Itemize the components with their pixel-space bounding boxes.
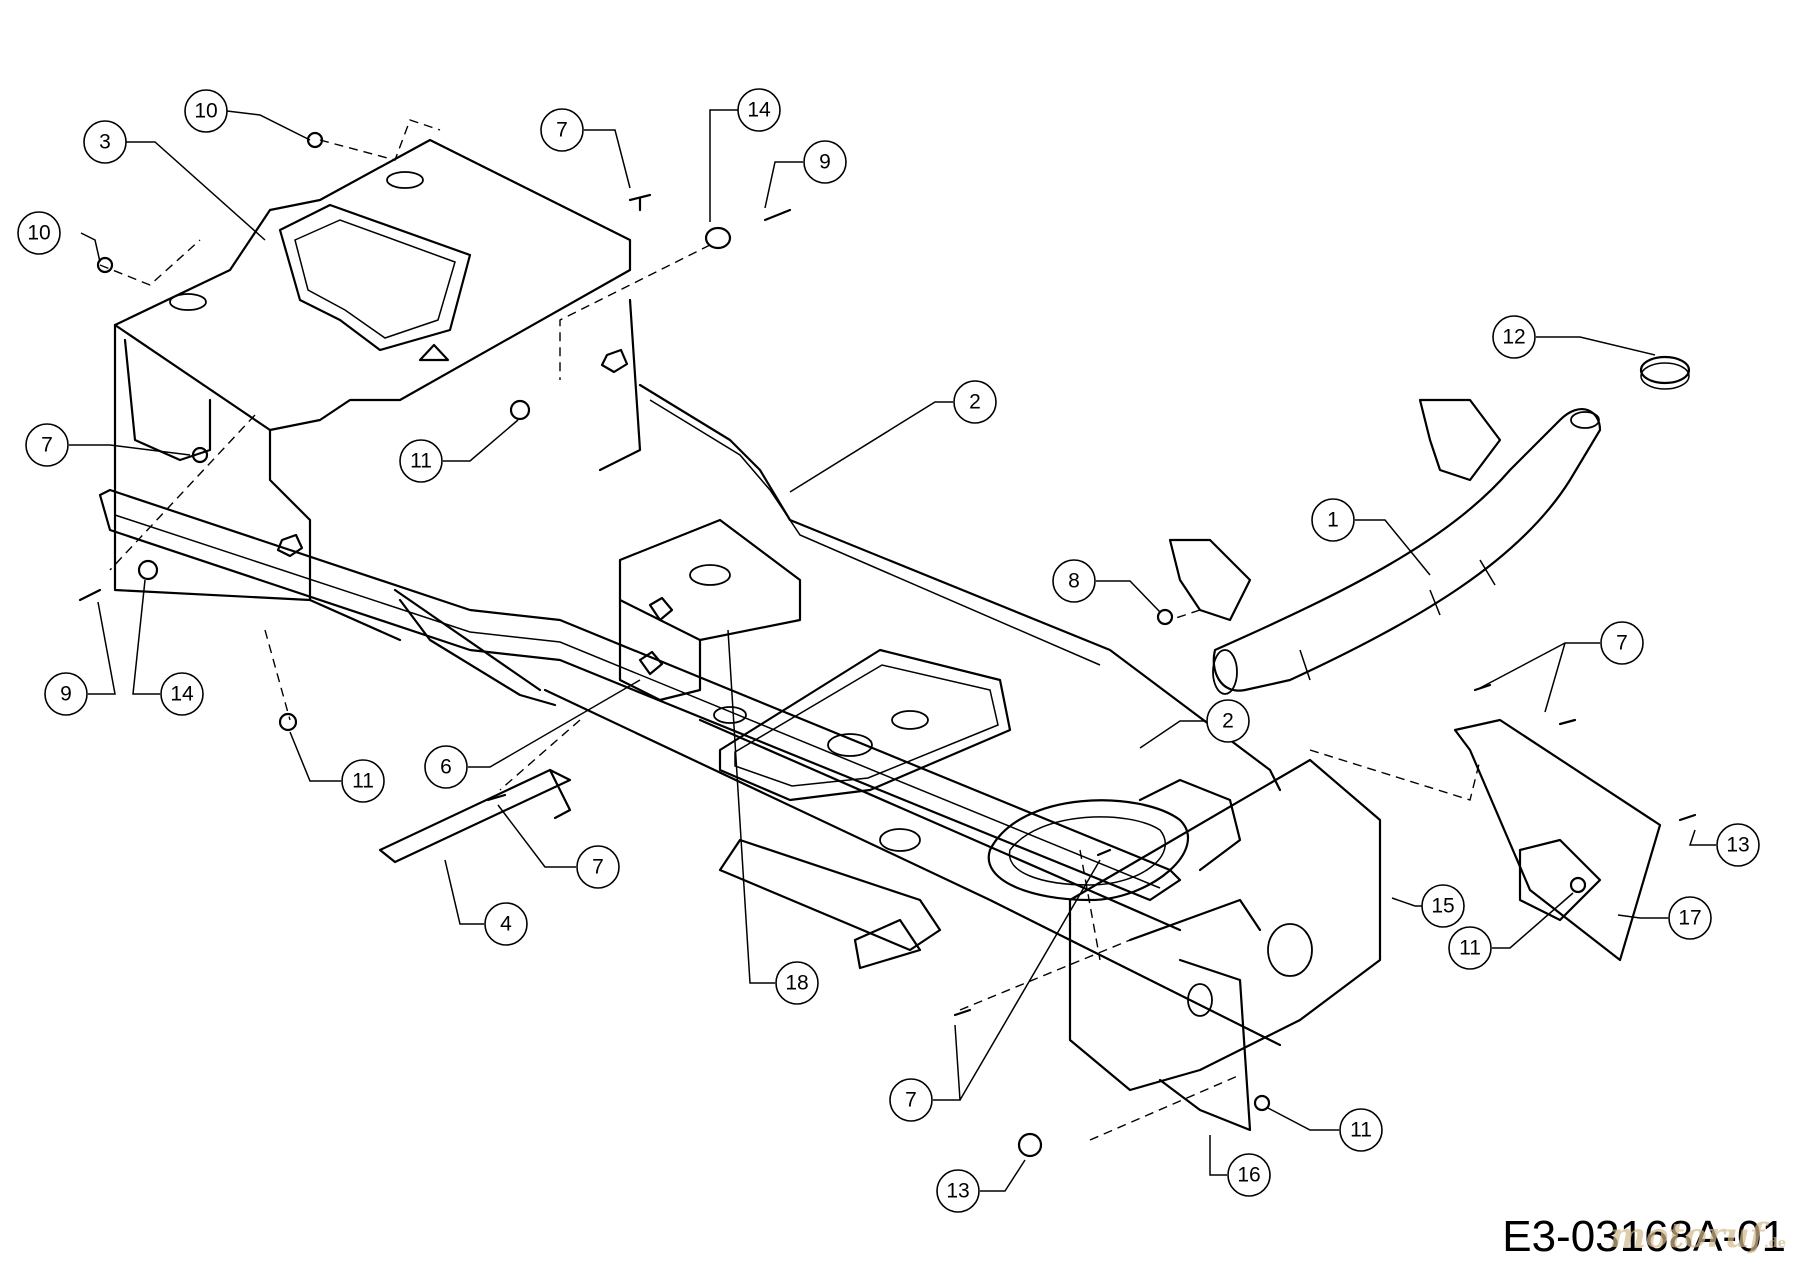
callout-7-top: 7 xyxy=(540,108,584,152)
callout-18: 18 xyxy=(775,961,819,1005)
front-bracket xyxy=(1453,718,1662,962)
dash-panel xyxy=(113,138,642,642)
callout-10-top: 10 xyxy=(184,89,228,133)
callout-3: 3 xyxy=(83,120,127,164)
bushing-12 xyxy=(1639,355,1691,390)
svg-text:2: 2 xyxy=(969,391,981,414)
svg-text:10: 10 xyxy=(27,222,50,245)
svg-text:7: 7 xyxy=(1616,632,1628,655)
callout-12: 12 xyxy=(1492,315,1536,359)
svg-text:14: 14 xyxy=(747,99,771,122)
svg-text:3: 3 xyxy=(99,131,111,154)
callout-10-left: 10 xyxy=(17,211,61,255)
svg-text:10: 10 xyxy=(194,100,217,123)
callout-16: 16 xyxy=(1227,1153,1271,1197)
svg-text:11: 11 xyxy=(410,450,432,473)
callout-2-upper: 2 xyxy=(953,380,997,424)
svg-text:2: 2 xyxy=(1222,710,1234,733)
callout-6: 6 xyxy=(424,745,468,789)
svg-text:7: 7 xyxy=(41,434,53,457)
watermark-suffix: .de xyxy=(1764,1236,1786,1251)
callout-17: 17 xyxy=(1668,896,1712,940)
callout-8: 8 xyxy=(1052,559,1096,603)
callout-11-left: 11 xyxy=(341,759,385,803)
svg-text:1: 1 xyxy=(1327,509,1339,532)
callout-14-top: 14 xyxy=(737,88,781,132)
wheel-well xyxy=(987,778,1242,902)
callout-13-right: 13 xyxy=(1716,823,1760,867)
watermark-name: motoruf xyxy=(1609,1216,1765,1256)
side-plate-4 xyxy=(378,768,572,864)
callout-7-left: 7 xyxy=(25,423,69,467)
svg-text:11: 11 xyxy=(1350,1119,1372,1142)
svg-text:7: 7 xyxy=(905,1089,917,1112)
callout-4: 4 xyxy=(484,902,528,946)
leader-lines xyxy=(69,109,1716,1192)
callout-14-left: 14 xyxy=(160,672,204,716)
svg-text:14: 14 xyxy=(170,683,194,706)
callout-13-bottom: 13 xyxy=(936,1169,980,1213)
svg-text:13: 13 xyxy=(946,1180,969,1203)
svg-text:11: 11 xyxy=(1459,937,1481,960)
watermark-logo: motoruf.de xyxy=(1610,1216,1786,1256)
svg-text:18: 18 xyxy=(785,972,808,995)
svg-text:11: 11 xyxy=(352,770,374,793)
rear-plate xyxy=(1068,758,1382,1132)
main-frame xyxy=(98,383,1282,1047)
callout-11-upper: 11 xyxy=(399,439,443,483)
callout-2-lower: 2 xyxy=(1206,699,1250,743)
callout-11-right: 11 xyxy=(1448,926,1492,970)
drawing-code: E3-03168A-01 xyxy=(1502,1212,1786,1261)
svg-text:4: 4 xyxy=(500,913,512,936)
callout-9-left: 9 xyxy=(44,672,88,716)
svg-text:13: 13 xyxy=(1726,834,1749,857)
callout-7-bottom: 7 xyxy=(889,1078,933,1122)
svg-text:9: 9 xyxy=(819,151,831,174)
front-axle xyxy=(1168,398,1602,695)
svg-text:15: 15 xyxy=(1431,895,1454,918)
callout-15: 15 xyxy=(1421,884,1465,928)
callout-7-mid: 7 xyxy=(576,845,620,889)
floor-plate xyxy=(713,648,1012,852)
svg-text:12: 12 xyxy=(1502,326,1525,349)
svg-text:17: 17 xyxy=(1678,907,1701,930)
svg-text:8: 8 xyxy=(1068,570,1080,593)
svg-text:7: 7 xyxy=(556,119,568,142)
alignment-lines xyxy=(99,119,1481,1141)
callout-11-bottom: 11 xyxy=(1339,1108,1383,1152)
svg-text:9: 9 xyxy=(60,683,72,706)
hardware xyxy=(78,131,1697,1158)
footrest-tab xyxy=(853,918,922,970)
svg-text:16: 16 xyxy=(1237,1164,1260,1187)
seat-bracket xyxy=(618,518,802,702)
callout-9-top: 9 xyxy=(803,140,847,184)
callout-7-right: 7 xyxy=(1600,621,1644,665)
svg-text:6: 6 xyxy=(440,756,452,779)
svg-text:7: 7 xyxy=(592,856,604,879)
callout-1: 1 xyxy=(1311,498,1355,542)
